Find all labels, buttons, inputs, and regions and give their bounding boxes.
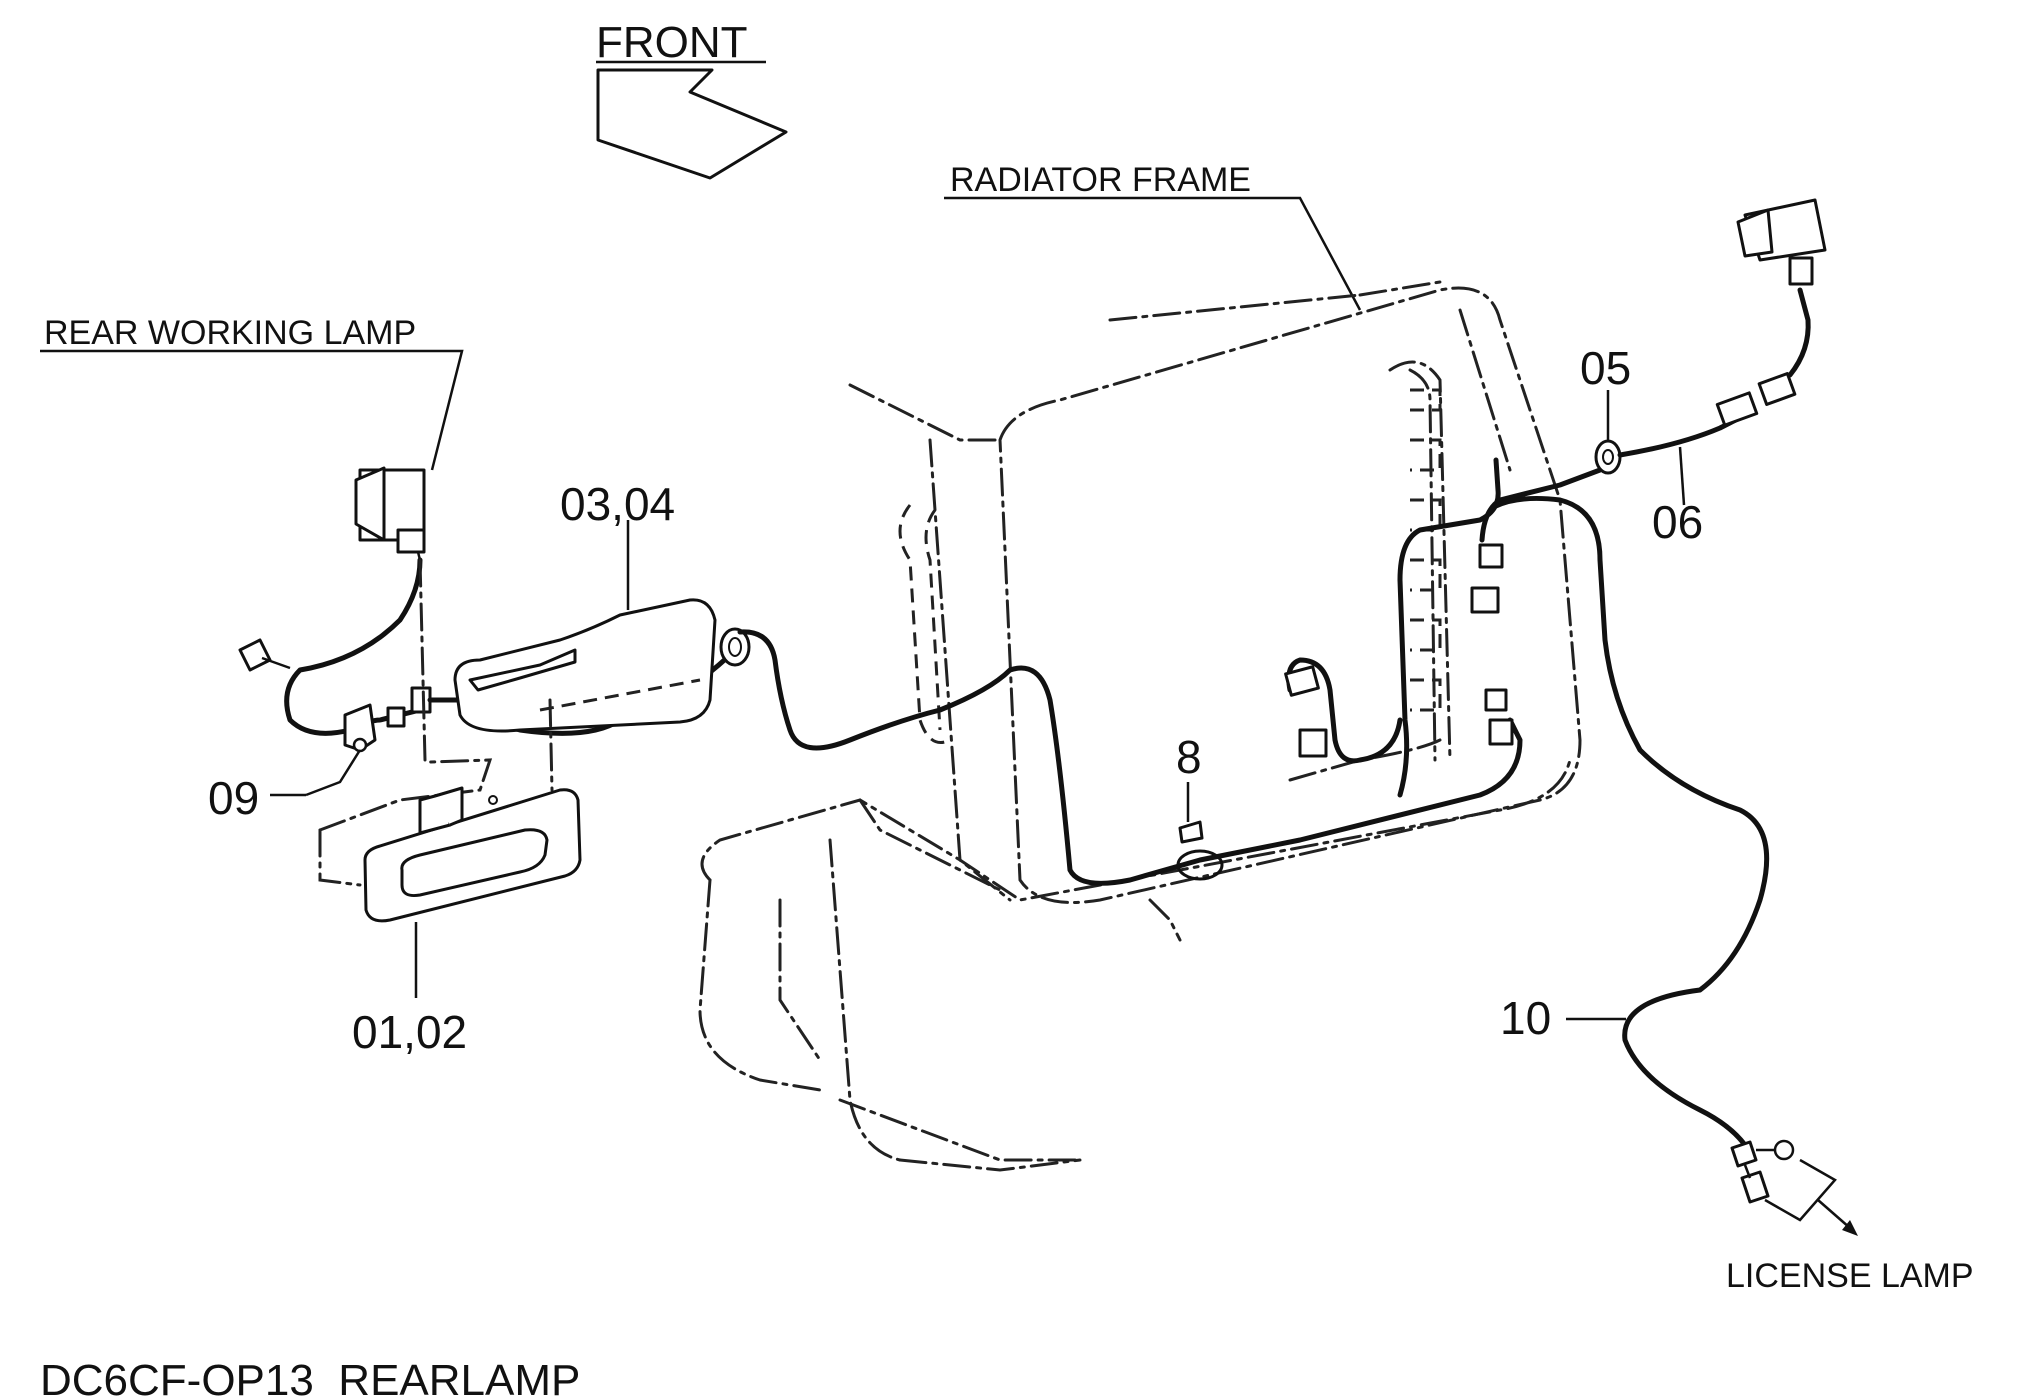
grommet-left xyxy=(719,627,1523,886)
front-label: FRONT xyxy=(596,18,748,67)
bracket-03-04 xyxy=(453,520,717,733)
grommet-05 xyxy=(1594,390,1622,475)
counterweight-outline xyxy=(698,758,1572,1172)
callout-05: 05 xyxy=(1580,342,1631,394)
front-arrow-icon xyxy=(596,68,788,180)
lamp-phantom-bracket xyxy=(318,558,554,887)
drawing-id: DC6CF-OP13_REARLAMP xyxy=(40,1356,580,1400)
clamp-8 xyxy=(1176,782,1224,881)
callout-03-04: 03,04 xyxy=(560,478,675,530)
callout-01-02: 01,02 xyxy=(352,1006,467,1058)
callout-06: 06 xyxy=(1652,496,1703,548)
rear-working-lamp-callout: REAR WORKING LAMP xyxy=(40,314,464,471)
callout-8: 8 xyxy=(1176,731,1202,783)
callout-10: 10 xyxy=(1500,992,1551,1044)
callout-09: 09 xyxy=(208,772,259,824)
clamp-09 xyxy=(270,703,377,797)
rear-working-lamp-label: REAR WORKING LAMP xyxy=(44,314,416,352)
harness-06 xyxy=(1617,198,1827,506)
rear-lamp-01-02 xyxy=(363,786,582,998)
rear-working-lamp xyxy=(238,466,426,736)
front-arrow: FRONT xyxy=(596,18,788,180)
license-lamp-label: LICENSE LAMP xyxy=(1726,1257,1974,1295)
radiator-frame-callout: RADIATOR FRAME xyxy=(944,161,1362,311)
license-lamp-harness-10 xyxy=(1493,495,1858,1236)
radiator-frame-label: RADIATOR FRAME xyxy=(950,161,1251,199)
callout-numbers: 03,04 01,02 09 8 05 06 10 xyxy=(208,342,1703,1058)
